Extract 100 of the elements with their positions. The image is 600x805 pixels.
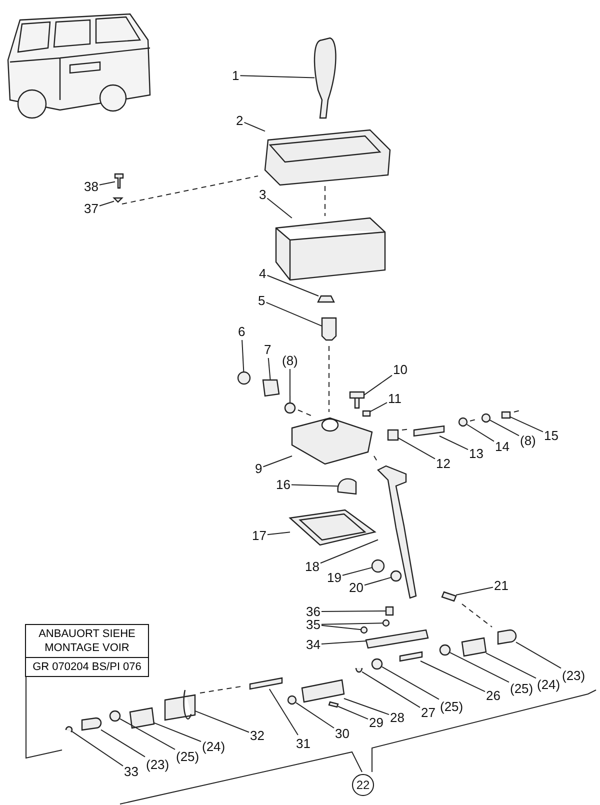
callout-number: (8) [520, 433, 536, 448]
leader-line [490, 420, 520, 436]
nut-drawing [371, 658, 383, 670]
leader-line [98, 200, 114, 206]
callout-number: 33 [124, 764, 138, 779]
callout-number: 2 [236, 113, 244, 128]
sleeve-drawing [362, 410, 371, 417]
note-text: ANBAUORT SIEHE MONTAGE VOIR [38, 627, 136, 656]
nut-drawing [439, 644, 451, 656]
callout-number: 26 [486, 688, 500, 703]
bushing-drawing [262, 379, 280, 397]
block-drawing [337, 478, 357, 495]
leader-line [289, 368, 290, 404]
washer-drawing [287, 695, 297, 705]
leader-line [242, 340, 244, 372]
washer-drawing [284, 402, 296, 414]
callout-number: 6 [238, 324, 246, 339]
callout-number: 20 [349, 580, 364, 595]
screw-drawing [385, 606, 394, 616]
leader-line [320, 624, 362, 630]
clip-drawing [501, 411, 511, 419]
leader-line [362, 671, 420, 708]
ball-drawing [360, 626, 368, 634]
leader-line [262, 456, 292, 468]
clip-drawing [237, 371, 251, 385]
leader-line [342, 567, 372, 576]
washer-drawing [390, 570, 402, 582]
leader-line [320, 640, 366, 644]
callout-number: 34 [306, 637, 320, 652]
leader-line [98, 181, 116, 186]
leader-line [420, 660, 486, 692]
leader-line [266, 274, 320, 296]
callout-number: 7 [264, 342, 272, 357]
callout-number: (25) [510, 681, 534, 696]
leader-line [154, 722, 202, 742]
leader-line [268, 688, 298, 736]
leader-line [486, 652, 536, 679]
leader-line [290, 484, 338, 487]
socket-drawing [81, 717, 102, 731]
leader-line [100, 729, 146, 758]
callout-number: 32 [250, 728, 264, 743]
callout-number: 31 [296, 736, 310, 751]
callout-number: 36 [306, 604, 320, 619]
shift-knob-drawing [314, 37, 336, 119]
pin-drawing [328, 701, 339, 708]
leader-line [296, 702, 334, 728]
callout-number: (23) [146, 757, 170, 772]
spring-rod-drawing [249, 677, 283, 690]
clevis-drawing [321, 317, 337, 341]
leader-line [320, 539, 378, 564]
callout-number: 35 [306, 617, 320, 632]
leader-line [382, 666, 440, 700]
leader-line [398, 437, 436, 460]
callout-number: (23) [562, 668, 586, 683]
callout-number: 14 [495, 439, 510, 454]
socket-drawing [497, 629, 517, 645]
callout-number: 17 [252, 528, 266, 543]
spring-drawing [399, 651, 423, 662]
callout-number: 3 [259, 187, 266, 202]
callout-number: 19 [327, 570, 342, 585]
leader-line [370, 402, 388, 412]
callout-number: 9 [255, 461, 262, 476]
boot-drawing [129, 707, 155, 729]
leader-line [344, 698, 390, 716]
callout-number: 28 [390, 710, 404, 725]
callout-number: (25) [176, 749, 200, 764]
base-plate-drawing [291, 417, 373, 465]
nut-drawing [371, 559, 385, 573]
leader-line [244, 122, 266, 132]
callout-number: (25) [440, 699, 464, 714]
leader-line [266, 532, 290, 536]
leader-line [338, 706, 368, 720]
leader-line [510, 416, 544, 432]
leader-line [450, 652, 510, 683]
callout-number: 27 [421, 705, 436, 720]
pin-drawing [413, 425, 445, 437]
leader-line [194, 710, 250, 733]
note-text: GR 070204 BS/PI 076 [26, 657, 148, 676]
bolt-drawing [349, 391, 365, 409]
housing-drawing [275, 217, 386, 281]
leader-line [516, 642, 562, 669]
callout-number: (8) [282, 353, 298, 368]
callout-number: 21 [494, 578, 508, 593]
ball-stud-drawing [441, 591, 457, 602]
leader-line [364, 374, 392, 396]
leader-line [240, 75, 315, 78]
callout-number: 5 [258, 293, 266, 308]
washer-drawing [458, 417, 468, 427]
gasket-drawing [288, 509, 376, 546]
callout-number: 10 [393, 362, 408, 377]
circled-callout-number: 22 [352, 774, 374, 796]
clip-drawing [387, 429, 399, 441]
nut-drawing [109, 710, 121, 722]
callout-number: 16 [276, 477, 290, 492]
callout-number: 11 [388, 391, 402, 406]
callout-number: 30 [335, 726, 350, 741]
ball-drawing [382, 619, 390, 627]
callout-number: 13 [469, 446, 484, 461]
callout-number: (24) [537, 677, 560, 692]
leader-line [364, 576, 392, 586]
